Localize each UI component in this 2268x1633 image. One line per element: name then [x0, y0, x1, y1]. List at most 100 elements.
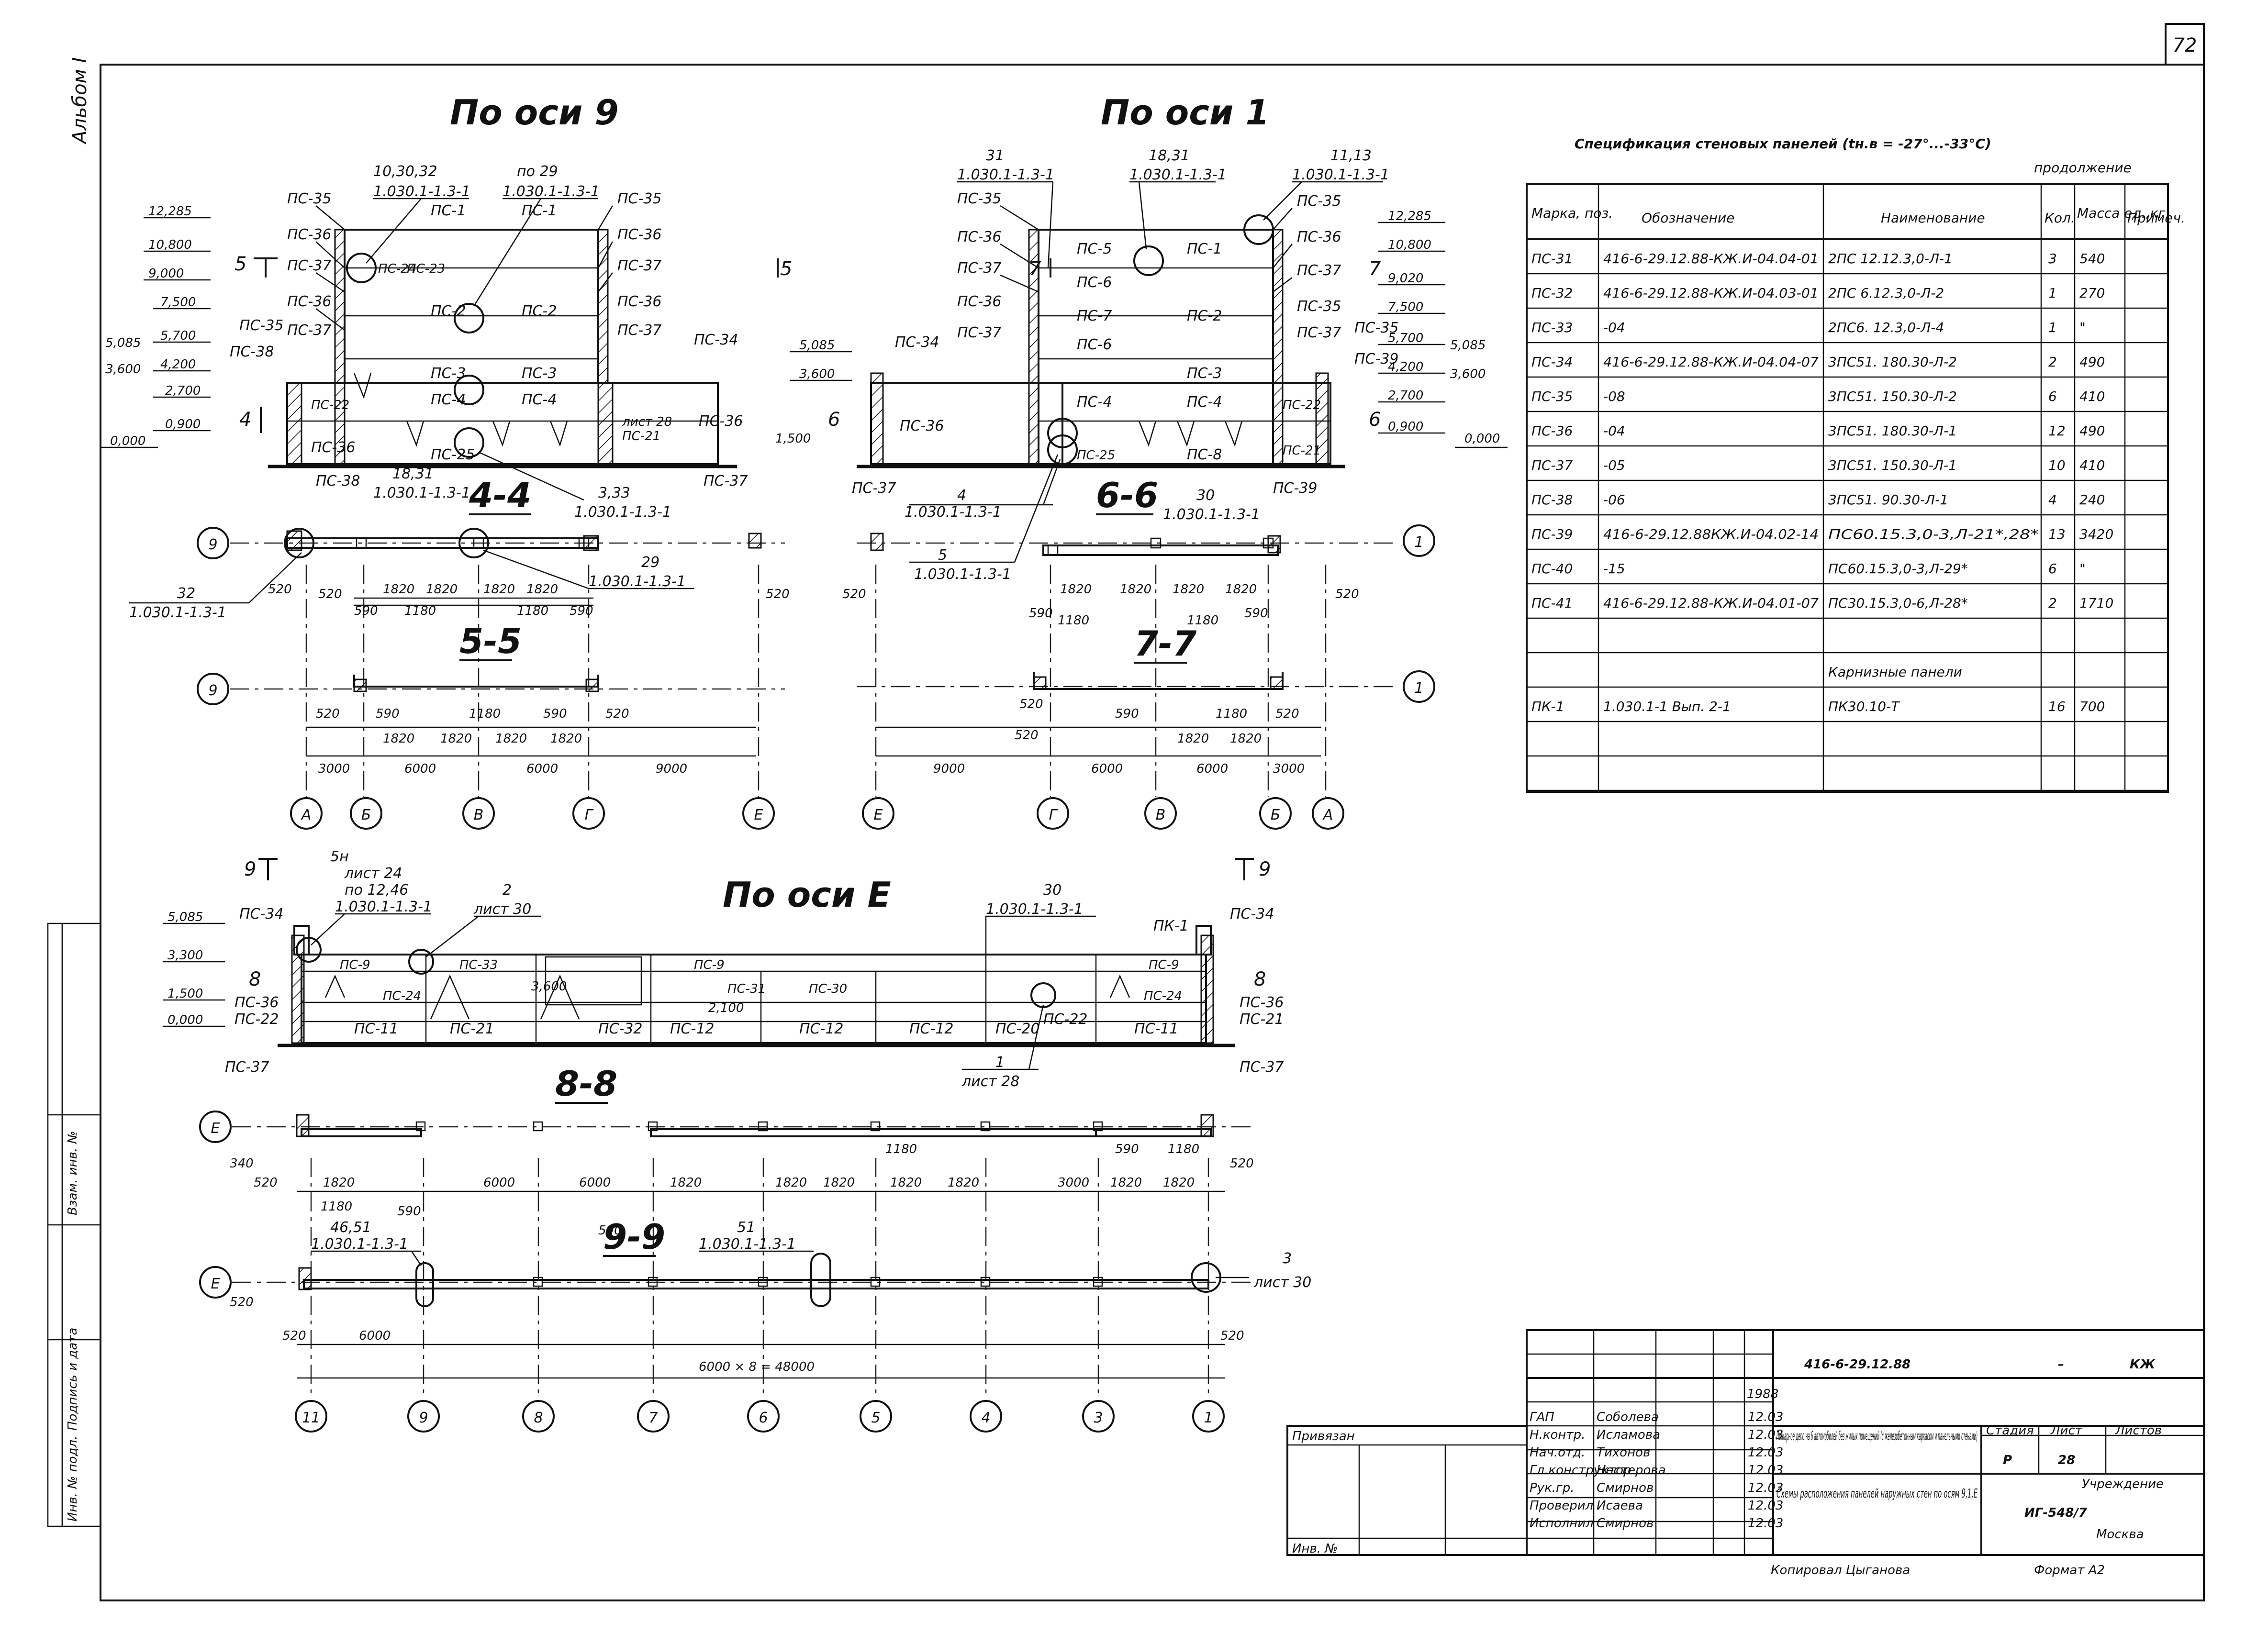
section-6-6: 6-6: [1096, 475, 1158, 515]
elev-l6: 2,700: [165, 384, 201, 398]
axis-num-1: [407, 1400, 440, 1433]
spec-cell: 2ПС 6.12.3,0-Л-2: [1828, 285, 1944, 301]
stamp-sheets-h: Листов: [2115, 1423, 2162, 1438]
spec-cell: 416-6-29.12.88-КЖ.И-04.03-01: [1603, 285, 1819, 301]
elev-l2: 9,000: [148, 267, 184, 281]
section-7-7: 7-7: [1134, 623, 1196, 664]
side-stamp-sign: Подпись и дата: [66, 1328, 80, 1431]
spec-cell: 490: [2079, 354, 2105, 370]
dim88-3: 1180: [321, 1200, 352, 1214]
section-5-5: 5-5: [459, 621, 522, 661]
axis-num-5: [860, 1400, 892, 1433]
panel-e2: ПС-22: [235, 1011, 279, 1028]
stamp-date: 12.03: [1748, 1428, 1783, 1442]
spec-cell: 270: [2079, 285, 2105, 301]
panel-ps1-9b: ПС-1: [522, 202, 557, 219]
panel-lbl-b24: ПС-37: [1297, 324, 1341, 341]
svg-text:7: 7: [1369, 258, 1381, 280]
callout-e13: 1.030.1-1.3-1: [699, 1236, 796, 1253]
copied-by: Копировал Цыганова: [1771, 1563, 1910, 1577]
elev-r4: 5,700: [1388, 331, 1423, 345]
sheet-code: 416-6-29.12.88: [1804, 1357, 1910, 1372]
dim88-13: 1820: [1110, 1176, 1142, 1190]
svg-text:520: 520: [268, 582, 292, 597]
axis-9-bubble-b: [197, 673, 229, 705]
callout-a7: 1.030.1-1.3-1: [574, 504, 671, 521]
stamp-role: ГАП: [1530, 1410, 1554, 1424]
panel-ps1-1: ПС-1: [1187, 241, 1222, 257]
spec-cell: ПС-33: [1531, 320, 1573, 335]
panel-ps25-1: ПС-25: [1077, 448, 1115, 463]
stamp-year: 1988: [1747, 1387, 1778, 1401]
panel-ps2-1: ПС-2: [1187, 308, 1222, 324]
svg-text:9: 9: [244, 858, 256, 880]
format: Формат А2: [2034, 1563, 2105, 1577]
elev-ro2: 0,000: [1464, 432, 1500, 446]
spec-cell: 1.030.1-1 Вып. 2-1: [1603, 699, 1731, 714]
spec-cell: 13: [2048, 526, 2066, 542]
spec-cell: 1: [2048, 320, 2057, 335]
panel-lbl-b3: ПС-36: [957, 293, 1002, 310]
stamp-name: Смирнов: [1597, 1516, 1654, 1531]
spec-cell: 3ПС51. 150.30-Л-1: [1828, 457, 1957, 473]
svg-text:5: 5: [780, 258, 792, 280]
callout-b11: 1.030.1-1.3-1: [1163, 506, 1260, 523]
panel-ps1-9: ПС-1: [431, 202, 466, 219]
spec-cell: 2: [2048, 595, 2057, 611]
dim88-14: 1820: [1163, 1176, 1195, 1190]
spec-table: Спецификация стеновых панелей (tн.в = -2…: [1526, 136, 2185, 793]
svg-text:11: 11: [302, 1410, 320, 1426]
sheet-suffix: КЖ: [2130, 1357, 2156, 1372]
dim99-1: 6000: [359, 1329, 391, 1343]
view-title-axisE: По оси Е: [723, 875, 891, 915]
panel-e14: ПС-12: [799, 1021, 844, 1037]
spec-h2: Наименование: [1881, 210, 1985, 226]
callout-b2: 18,31: [1149, 147, 1190, 164]
callout-b5: 1.030.1-1.3-1: [1292, 167, 1389, 183]
panel-ps3-9: ПС-3: [431, 365, 466, 382]
svg-text:4: 4: [981, 1410, 990, 1426]
panel-ps22-1: ПС-22: [1283, 398, 1321, 412]
panel-e13: ПС-12: [670, 1021, 715, 1037]
stamp-date: 12.03: [1748, 1410, 1783, 1424]
dim55-1: 590: [376, 707, 400, 721]
stamp-date: 12.03: [1748, 1499, 1783, 1513]
dim77-7: 590: [1244, 606, 1268, 621]
callout-a3: 1.030.1-1.3-1: [503, 183, 600, 200]
callout-e11: 1.030.1-1.3-1: [311, 1236, 408, 1253]
elev-e4: 3,600: [531, 979, 567, 994]
axis-E-bubble-b: [199, 1266, 232, 1299]
panel-lbl-b5: ПС-34: [895, 334, 939, 351]
elev-l0: 12,285: [148, 204, 192, 219]
stamp-name: Тихонов: [1597, 1445, 1650, 1460]
panel-ps6b: ПС-6: [1077, 336, 1112, 353]
dim44-2: 1820: [483, 582, 515, 597]
spec-cell: ПС-32: [1531, 285, 1573, 301]
spec-cell: 416-6-29.12.88-КЖ.И-04.01-07: [1603, 595, 1819, 611]
side-stamp: Взам. инв. № Подпись и дата Инв. № подл.: [47, 922, 101, 1527]
dim77-15: 520: [1275, 707, 1299, 721]
spec-cell: -08: [1603, 389, 1625, 404]
spec-cell: 1710: [2079, 595, 2113, 611]
stamp-role: Рук.гр.: [1530, 1481, 1574, 1495]
panel-e10: ПС-9: [694, 958, 725, 972]
elev-m2: 1,500: [775, 432, 811, 446]
svg-text:А: А: [1322, 807, 1333, 823]
svg-text:Е: Е: [211, 1276, 220, 1292]
elev-e2: 1,500: [168, 987, 203, 1001]
spec-cell: 3ПС51. 150.30-Л-2: [1828, 389, 1957, 404]
svg-text:Г: Г: [1049, 807, 1058, 823]
dim55-10: 6000: [404, 762, 436, 776]
panel-e25: ПС-37: [1240, 1059, 1284, 1076]
axis-E-bubble-a: [199, 1111, 232, 1143]
dim55-7: 1820: [495, 732, 527, 746]
panel-lbl-b0: ПС-35: [957, 190, 1002, 207]
spec-cell: 10: [2048, 457, 2066, 473]
elev-r0: 12,285: [1388, 209, 1431, 223]
dim88-8: 1820: [775, 1176, 807, 1190]
panel-lbl-a4: ПС-37: [287, 322, 332, 339]
svg-text:6: 6: [828, 409, 840, 431]
panel-lbl-b7: ПС-37: [852, 480, 896, 497]
elev-l3: 7,500: [160, 295, 196, 310]
callout-e3: 1.030.1-1.3-1: [335, 899, 432, 915]
